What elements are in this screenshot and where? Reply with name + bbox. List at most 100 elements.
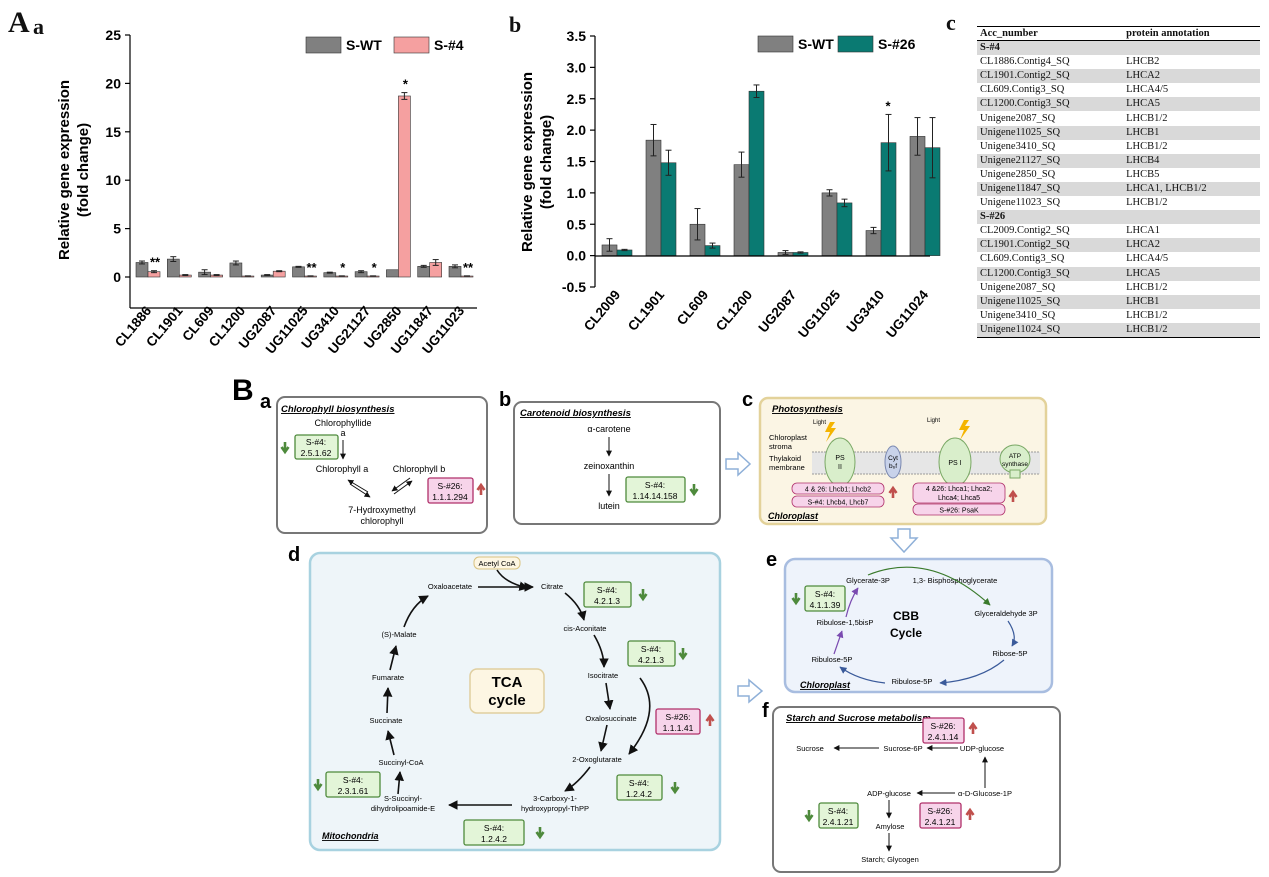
ec-label: S-#4:: [645, 480, 665, 490]
cyt-label: Cyt: [888, 455, 898, 462]
stroma-label-line1: Chloroplast: [769, 433, 808, 442]
mitochondria-footer: Mitochondria: [322, 831, 379, 841]
table-cell-acc: Unigene21127_SQ: [977, 153, 1124, 168]
significance-mark: **: [463, 260, 474, 275]
node-oxaloacetate: Oxaloacetate: [428, 582, 472, 591]
gene-pill-text: 4 &26: Lhca1; Lhca2;: [926, 486, 992, 493]
table-cell-acc: CL1901.Contig2_SQ: [977, 69, 1124, 84]
node-chlorophyll-b: Chlorophyll b: [393, 464, 446, 474]
gene-pill-text: S-#26: PsaK: [939, 508, 979, 515]
cbb-title-line2: Cycle: [890, 626, 922, 640]
gene-pill: [912, 482, 1006, 504]
table-cell-annotation: LHCA2: [1123, 69, 1260, 84]
ec-number: 1.1.1.294: [432, 492, 468, 502]
chart-a-ylabel-line1: Relative gene expression: [56, 80, 73, 260]
table-cell-acc: CL609.Contig3_SQ: [980, 253, 1065, 265]
table-cell-acc: Unigene11025_SQ: [977, 125, 1124, 140]
cytb6f-complex: [884, 445, 902, 479]
legend-label-wt: S-WT: [798, 36, 834, 52]
node-adp-glucose: ADP-glucose: [867, 789, 911, 798]
flow-arrow-right-1: [725, 451, 752, 477]
x-tick-label-UG3410: UG3410: [843, 287, 887, 335]
node-ribulose-5p-bottom: Ribulose-5P: [892, 677, 933, 686]
node-2-oxoglutarate: 2-Oxoglutarate: [572, 755, 622, 764]
node-carboxy-line2: hydroxypropyl-ThPP: [521, 804, 589, 813]
panel-label-Aa: a: [33, 14, 44, 39]
node-hydroxymethyl-line1: 7-Hydroxymethyl: [348, 505, 416, 515]
significance-mark: *: [340, 260, 346, 275]
panel-label-Bc: c: [742, 389, 753, 411]
node-ribose-5p: Ribose-5P: [992, 649, 1027, 658]
legend-label-s4: S-#4: [434, 37, 464, 53]
ec-number: 4.1.1.39: [810, 600, 841, 610]
table-cell-annotation: LHCA5: [1123, 266, 1260, 281]
y-tick-label: 1.0: [567, 185, 587, 201]
node-chlorophyllide: Chlorophyllide: [314, 418, 371, 428]
lightning-icon: [959, 420, 970, 440]
ec-label: S-#26:: [665, 712, 690, 722]
x-tick-label-CL1901: CL1901: [625, 287, 668, 334]
ec-label: S-#4:: [597, 585, 617, 595]
ec-label: S-#4:: [828, 806, 848, 816]
ec-box-2-4-1-14: [922, 717, 965, 744]
ec-label: S-#4:: [629, 778, 649, 788]
lightning-icon: [825, 422, 836, 442]
table-cell-annotation: LHCA4/5: [1126, 253, 1169, 265]
node-carboxy-line1: 3-Carboxy-1-: [533, 794, 577, 803]
stroma-label-line2: stroma: [769, 442, 793, 451]
node-hydroxymethyl-line2: chlorophyll: [360, 516, 403, 526]
table-cell-acc: CL1886.Contig4_SQ: [980, 56, 1070, 68]
table-cell-acc: CL609.Contig3_SQ: [980, 84, 1065, 96]
node-zeinoxanthin: zeinoxanthin: [584, 461, 635, 471]
legend-swatch-wt: [305, 36, 342, 54]
table-cell-annotation: LHCB1/2: [1123, 322, 1260, 338]
table-cell-acc: Unigene3410_SQ: [980, 140, 1056, 152]
x-tick-label-CL609: CL609: [674, 287, 712, 328]
starch-title: Starch and Sucrose metabolism: [786, 713, 931, 724]
gene-pill: [791, 482, 885, 495]
flow-arrow-down: [889, 528, 919, 554]
y-tick-label: 0: [113, 269, 121, 285]
cbb-cycle-panel: S-#4: 4.1.1.39 Glycerate-3P 1,3- Bisphos…: [783, 557, 1054, 694]
legend-swatch-s26: [837, 35, 874, 53]
node-alpha-carotene: α-carotene: [587, 424, 630, 434]
ec-label: S-#4:: [641, 644, 661, 654]
panel-label-B: B: [232, 377, 254, 407]
node-succinyl-coa: Succinyl-CoA: [378, 758, 423, 767]
y-tick-label: 0.0: [567, 248, 587, 264]
thylakoid-label-line2: membrane: [769, 463, 805, 472]
node-starch-glycogen: Starch; Glycogen: [861, 855, 919, 864]
photosynthesis-title: Photosynthesis: [772, 404, 843, 415]
table-cell-annotation: LHCB1: [1123, 125, 1260, 140]
chlorophyll-title: Chlorophyll biosynthesis: [281, 404, 395, 415]
y-tick-label: -0.5: [562, 279, 586, 295]
x-tick-label-UG11024: UG11024: [883, 287, 931, 341]
chart-a-legend: S-WT S-#4: [305, 36, 464, 54]
ec-label: S-#26:: [437, 481, 462, 491]
node-s-succinyl-line1: S-Succinyl-: [384, 794, 422, 803]
panel-label-Bf: f: [762, 700, 769, 722]
ec-label: S-#26:: [930, 721, 955, 731]
ec-box-1-1-1-41: [655, 708, 701, 735]
ec-box-2-3-1-61: [325, 771, 381, 798]
ec-box-1-14-14-158: [625, 476, 686, 503]
starch-sucrose-panel: Starch and Sucrose metabolism S-#26: 2.4…: [772, 706, 1061, 873]
y-tick-label: 25: [105, 27, 121, 43]
node-bisphosphoglycerate: 1,3- Bisphosphoglycerate: [913, 576, 998, 585]
table-cell-annotation: LHCB1/2: [1126, 112, 1168, 124]
tca-title-line2: cycle: [488, 692, 526, 709]
node-chlorophyll-a: Chlorophyll a: [316, 464, 369, 474]
table-cell-acc: Unigene2087_SQ: [980, 281, 1056, 293]
ec-number: 1.1.1.41: [663, 723, 694, 733]
ec-box-4-1-1-39: [804, 585, 846, 612]
gene-pill: [791, 495, 885, 508]
